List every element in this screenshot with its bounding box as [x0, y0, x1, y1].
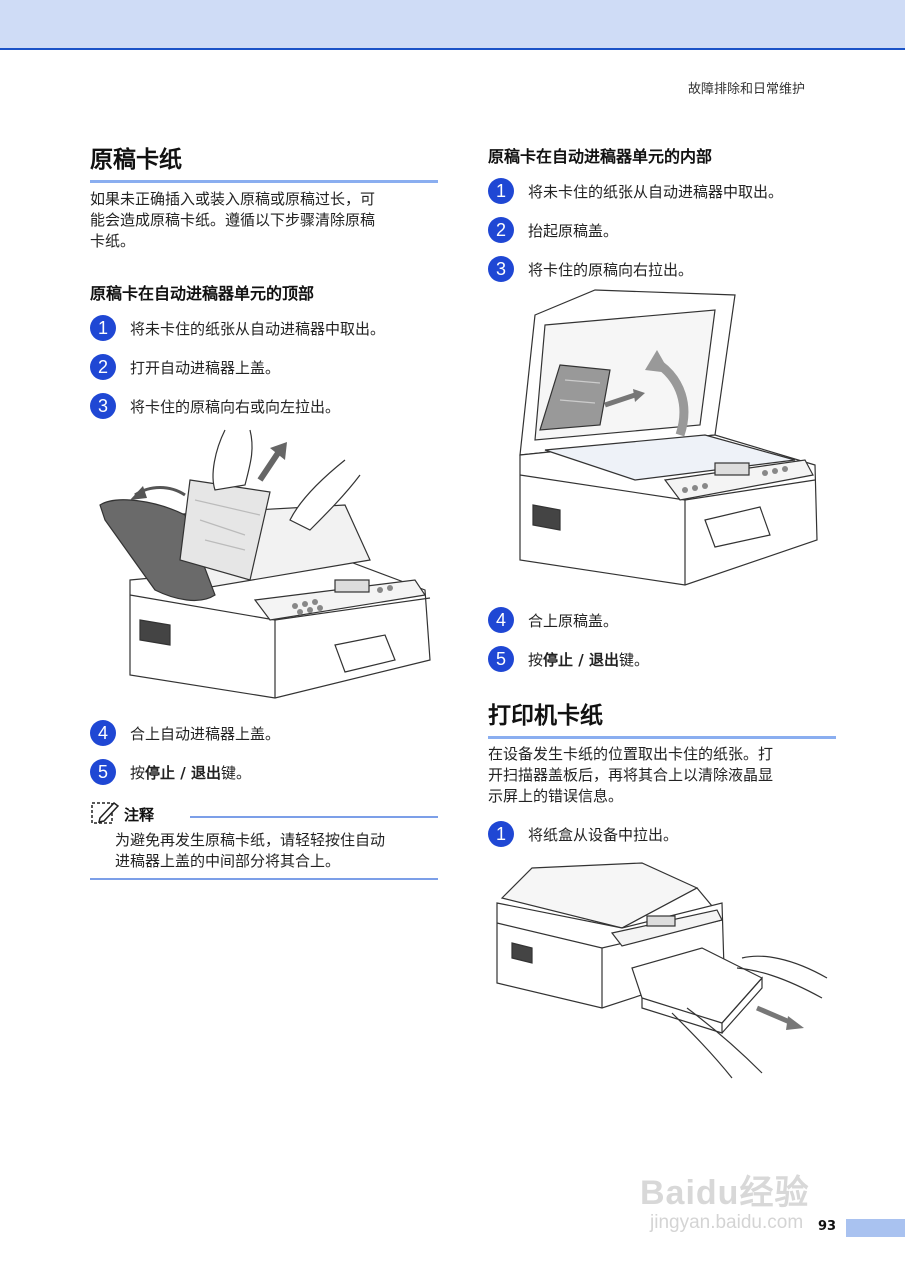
intro-line: 卡纸。 [90, 232, 136, 250]
paragraph-line: 开扫描器盖板后，再将其合上以清除液晶显 [488, 766, 774, 784]
note-bottom-rule [90, 878, 438, 880]
step-text: 合上自动进稿器上盖。 [130, 724, 281, 743]
step-text-pre: 按 [130, 763, 146, 782]
illustration-document-cover-jam [505, 285, 820, 595]
note-title: 注释 [124, 806, 155, 824]
watermark-logo: Baidu经验 [640, 1174, 810, 1212]
step-item: 5 按 停止 / 退出 键。 [488, 646, 649, 672]
step-text-pre: 按 [528, 650, 544, 669]
printer-jam-paragraph: 在设备发生卡纸的位置取出卡住的纸张。打 开扫描器盖板后，再将其合上以清除液晶显 … [488, 744, 836, 807]
watermark-url: jingyan.baidu.com [650, 1212, 804, 1233]
step-number: 5 [488, 646, 514, 672]
step-text: 将纸盒从设备中拉出。 [528, 825, 679, 844]
page-number: 93 [818, 1219, 837, 1234]
subsection-title-adf-top: 原稿卡在自动进稿器单元的顶部 [90, 284, 315, 303]
note-line: 进稿器上盖的中间部分将其合上。 [115, 852, 341, 870]
note-pencil-icon [90, 800, 120, 826]
step-text: 将卡住的原稿向右拉出。 [528, 260, 694, 279]
step-number: 5 [90, 759, 116, 785]
chapter-title: 故障排除和日常维护 [687, 82, 805, 97]
page-number-bar [846, 1219, 905, 1237]
step-text: 将未卡住的纸张从自动进稿器中取出。 [130, 319, 386, 338]
illustration-pull-paper-tray [492, 858, 832, 1083]
section-title-printer-jam: 打印机卡纸 [488, 696, 836, 739]
step-item: 4 合上自动进稿器上盖。 [90, 720, 280, 746]
section-title-document-jam: 原稿卡纸 [90, 140, 438, 183]
note-line: 为避免再发生原稿卡纸，请轻轻按住自动 [115, 831, 386, 849]
step-text-post: 键。 [618, 650, 649, 669]
header-bar [0, 0, 905, 50]
paragraph-line: 示屏上的错误信息。 [488, 787, 624, 805]
step-item: 1 将未卡住的纸张从自动进稿器中取出。 [488, 178, 783, 204]
step-item: 2 打开自动进稿器上盖。 [90, 354, 280, 380]
step-text: 将卡住的原稿向右或向左拉出。 [130, 397, 341, 416]
step-text: 将未卡住的纸张从自动进稿器中取出。 [528, 182, 784, 201]
step-item: 1 将纸盒从设备中拉出。 [488, 821, 678, 847]
paragraph-line: 在设备发生卡纸的位置取出卡住的纸张。打 [488, 745, 774, 763]
step-item: 1 将未卡住的纸张从自动进稿器中取出。 [90, 315, 385, 341]
step-number: 3 [488, 256, 514, 282]
intro-line: 如果未正确插入或装入原稿或原稿过长，可 [90, 190, 376, 208]
intro-line: 能会造成原稿卡纸。遵循以下步骤清除原稿 [90, 211, 376, 229]
step-text: 抬起原稿盖。 [528, 221, 619, 240]
stop-exit-key-label: 停止 / 退出 [145, 763, 221, 782]
step-item: 4 合上原稿盖。 [488, 607, 618, 633]
note-body: 为避免再发生原稿卡纸，请轻轻按住自动 进稿器上盖的中间部分将其合上。 [115, 830, 440, 872]
subsection-title-adf-inside: 原稿卡在自动进稿器单元的内部 [488, 147, 713, 166]
note-rule [190, 816, 438, 818]
step-item: 3 将卡住的原稿向右或向左拉出。 [90, 393, 340, 419]
step-number: 2 [90, 354, 116, 380]
illustration-adf-top-jam [95, 420, 435, 705]
note-header: 注释 [90, 800, 438, 826]
step-number: 3 [90, 393, 116, 419]
step-item: 5 按 停止 / 退出 键。 [90, 759, 251, 785]
stop-exit-key-label: 停止 / 退出 [543, 650, 619, 669]
intro-paragraph: 如果未正确插入或装入原稿或原稿过长，可 能会造成原稿卡纸。遵循以下步骤清除原稿 … [90, 189, 438, 252]
step-text-post: 键。 [220, 763, 251, 782]
step-text: 打开自动进稿器上盖。 [130, 358, 281, 377]
step-number: 1 [90, 315, 116, 341]
step-number: 1 [488, 178, 514, 204]
step-number: 4 [488, 607, 514, 633]
step-number: 1 [488, 821, 514, 847]
step-text: 合上原稿盖。 [528, 611, 619, 630]
step-item: 3 将卡住的原稿向右拉出。 [488, 256, 693, 282]
step-number: 2 [488, 217, 514, 243]
step-item: 2 抬起原稿盖。 [488, 217, 618, 243]
step-number: 4 [90, 720, 116, 746]
